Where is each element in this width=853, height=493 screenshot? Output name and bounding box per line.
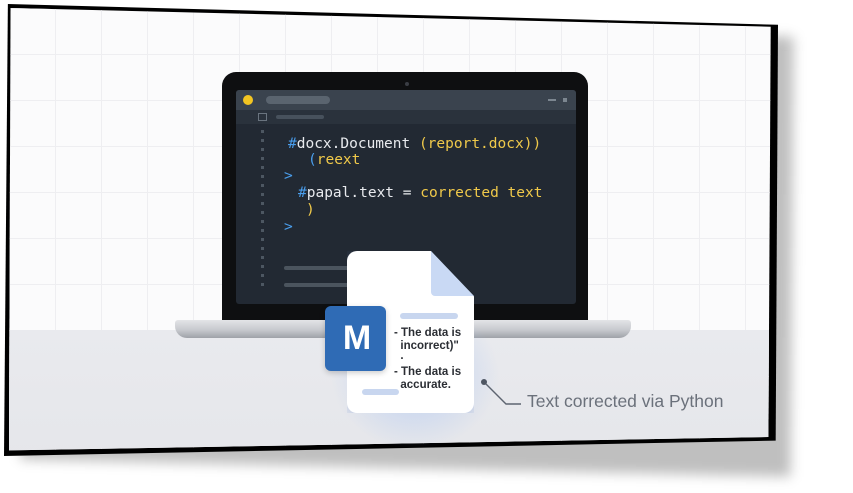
code-token: > (284, 219, 293, 235)
line-number-gutter (260, 130, 268, 300)
callout-label: Text corrected via Python (527, 391, 724, 411)
callout-dot (481, 379, 487, 385)
breadcrumb-placeholder (276, 115, 324, 119)
code-line-3: > (284, 169, 293, 184)
editor-tab-placeholder[interactable] (266, 96, 330, 104)
code-token: = (394, 185, 421, 201)
code-token: corrected text (420, 185, 543, 201)
editor-titlebar (236, 90, 576, 110)
code-token: # (288, 136, 297, 152)
code-token: ( (308, 152, 317, 168)
code-line-5: ) (306, 203, 315, 218)
close-icon[interactable] (563, 98, 567, 102)
code-token: docx.Document (296, 136, 419, 152)
collapsed-code-line (284, 266, 354, 270)
code-line-1: #docx.Document (report.docx)) (288, 137, 541, 152)
document-heading-placeholder (400, 313, 458, 319)
code-token: reext (316, 152, 361, 168)
code-token: ) (306, 202, 315, 218)
word-document-icon: M (325, 306, 386, 371)
document-footer-placeholder (362, 389, 399, 395)
collapsed-code-line (284, 283, 354, 287)
editor-toolbar (236, 110, 576, 124)
code-token: papal.text (306, 185, 395, 201)
document-text: - The data is incorrect)" · - The data i… (394, 327, 462, 391)
laptop-camera (405, 82, 409, 86)
python-logo-icon (243, 95, 253, 105)
minimize-icon[interactable] (548, 99, 556, 101)
code-line-2: (reext (308, 153, 360, 168)
word-icon-letter: M (342, 319, 371, 357)
code-line-6: > (284, 220, 293, 235)
file-explorer-icon[interactable] (258, 113, 267, 121)
code-token: > (284, 168, 293, 184)
code-token: (report.docx)) (418, 136, 542, 152)
code-line-4: #papal.text = corrected text (298, 186, 542, 201)
code-token: # (298, 185, 307, 201)
